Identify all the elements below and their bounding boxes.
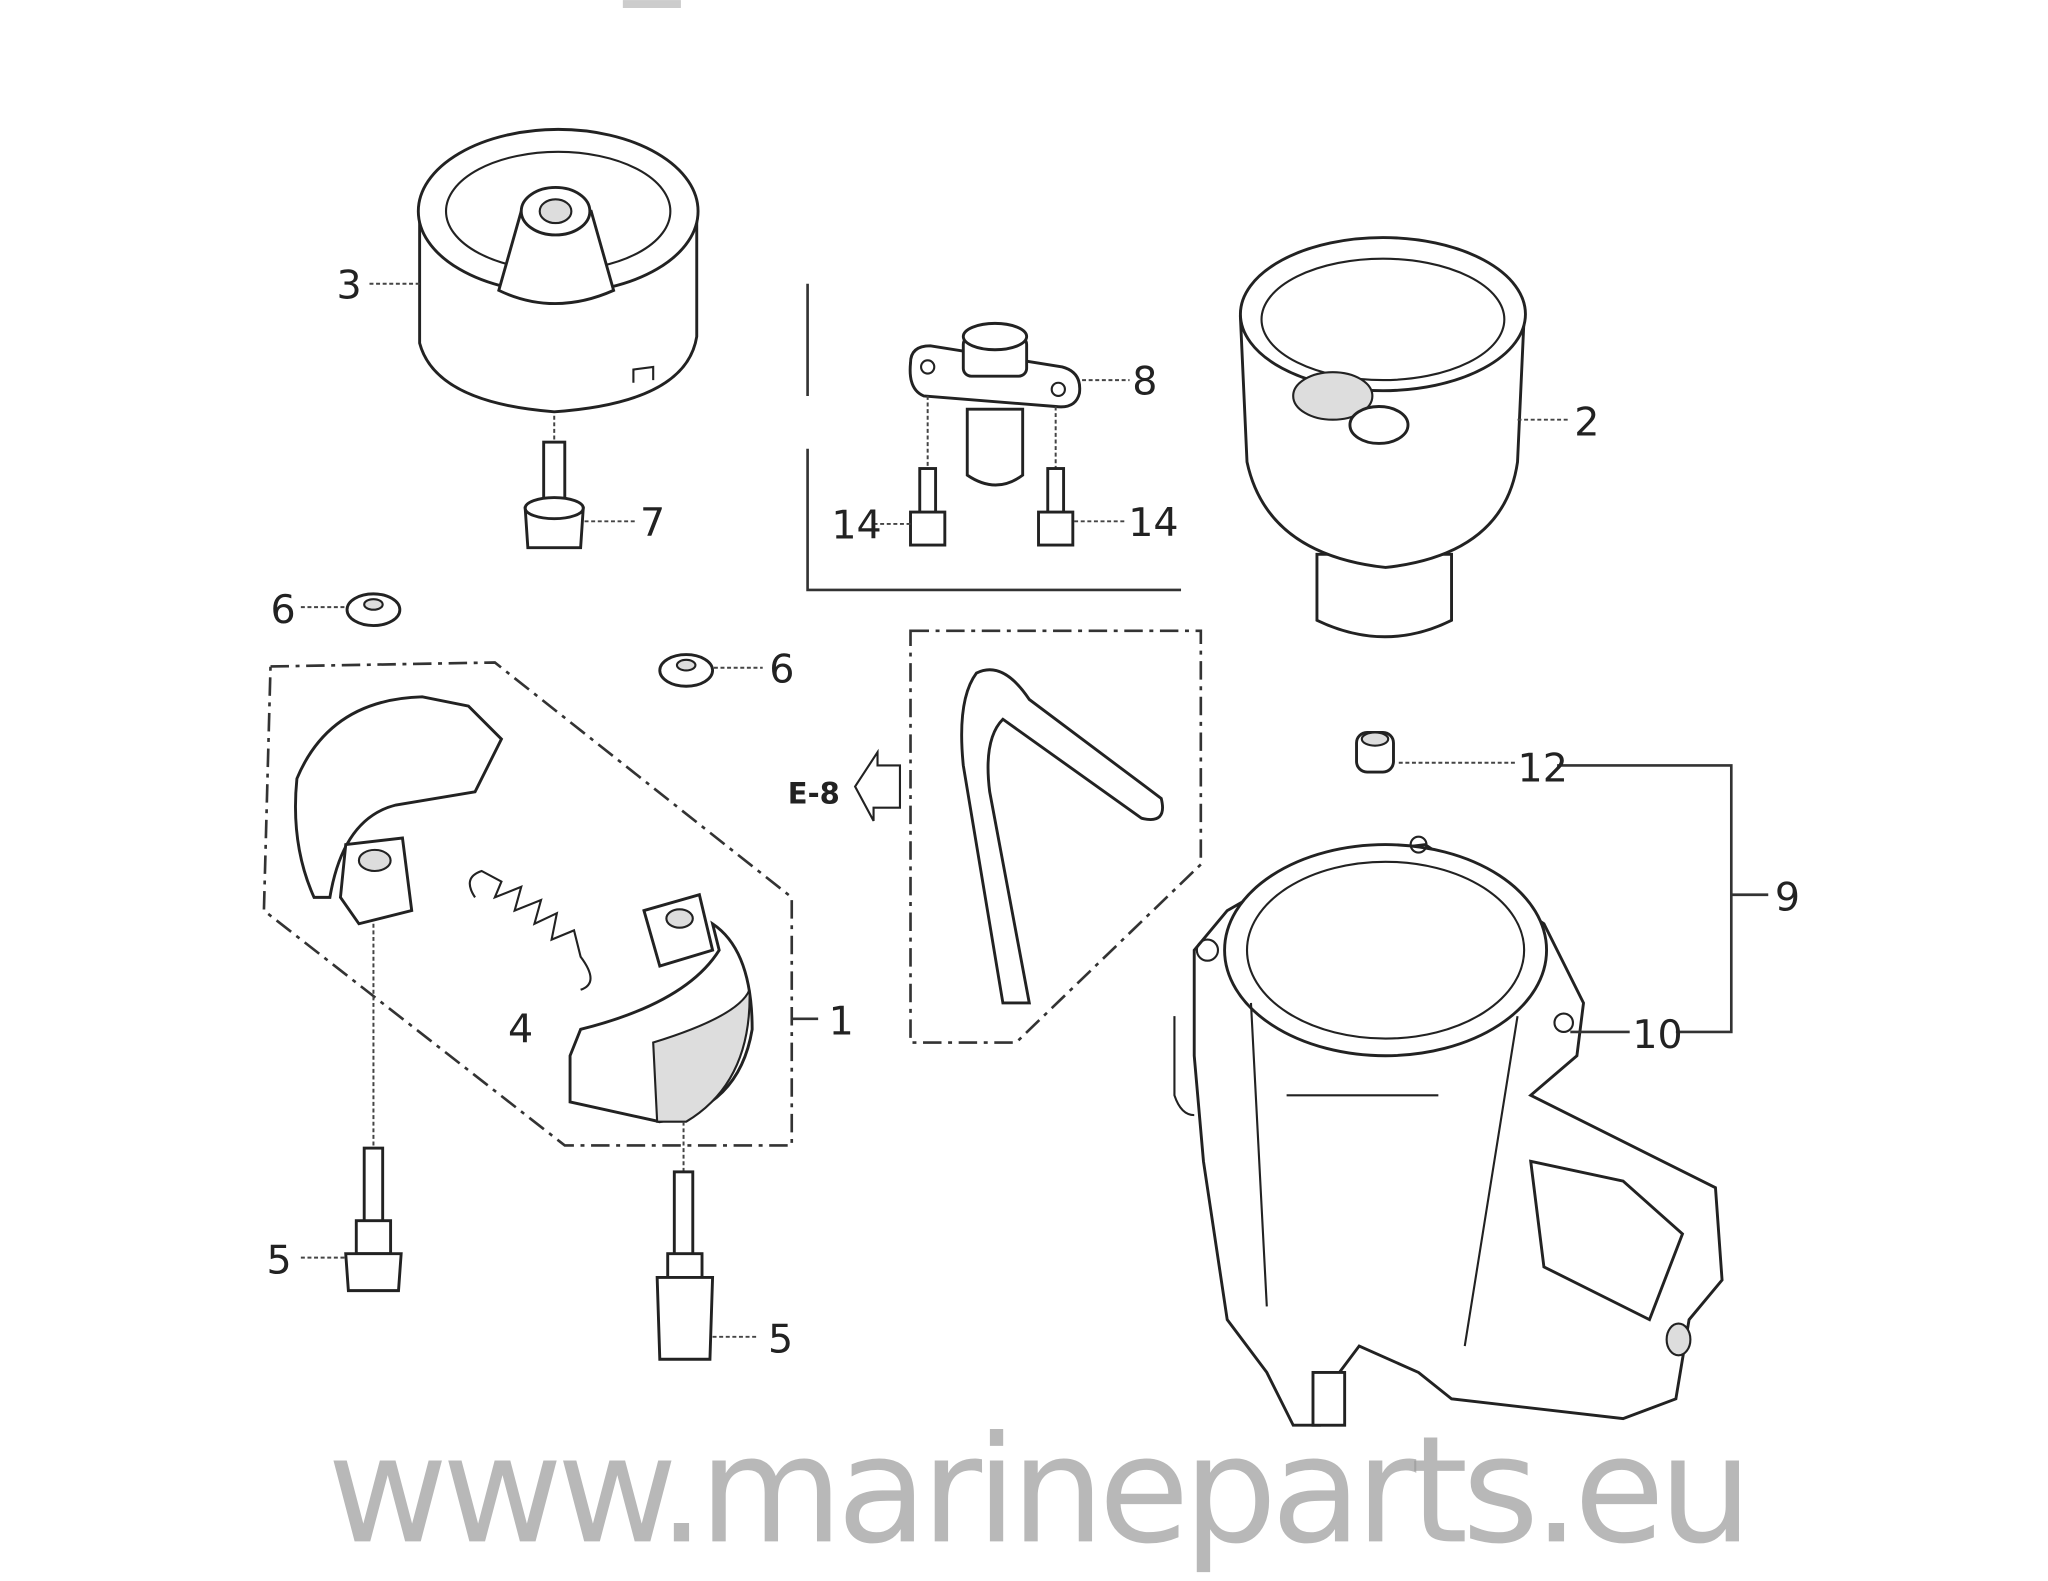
callout-4: 4 (508, 1007, 533, 1053)
part-12-grommet (1355, 730, 1395, 774)
callout-5-left: 5 (267, 1237, 292, 1283)
callout-12: 12 (1518, 745, 1568, 791)
part-14-screw-left (909, 467, 947, 547)
top-mark (622, 0, 681, 8)
part-10-gear-housing (1173, 835, 1724, 1427)
callout-10: 10 (1632, 1012, 1682, 1058)
part-14-screw-right (1037, 467, 1075, 547)
callout-6-left: 6 (271, 587, 296, 633)
part-5-bolt-right (655, 1170, 715, 1361)
callout-9: 9 (1775, 875, 1800, 921)
callout-6-right: 6 (769, 646, 794, 692)
group-bracket (806, 283, 1182, 592)
part-hose (960, 668, 1164, 1005)
watermark: www.marineparts.eu (327, 1404, 1752, 1576)
callout-7: 7 (640, 500, 665, 546)
arrow-left-icon (853, 748, 902, 822)
callout-1: 1 (829, 999, 854, 1045)
callout-14-left: 14 (831, 502, 881, 548)
part-7-bolt (523, 440, 585, 550)
part-1-clutch-shoe-upper (294, 695, 504, 926)
part-1-clutch-shoe-lower (568, 892, 754, 1124)
part-6-nut-left (345, 592, 402, 628)
reference-outline (909, 629, 1203, 1044)
part-6-nut-right (658, 653, 715, 688)
callout-3: 3 (336, 262, 361, 308)
callout-14-right: 14 (1128, 500, 1178, 546)
group-1-outline (262, 661, 794, 1147)
callout-8: 8 (1132, 359, 1157, 405)
group-9-bracket (1557, 764, 1733, 1034)
callout-5-right: 5 (768, 1317, 793, 1363)
reference-label: E-8 (788, 777, 840, 811)
part-3-clutch-drum (416, 127, 700, 414)
part-8-plate-fitting (908, 321, 1082, 487)
callout-2: 2 (1574, 400, 1599, 446)
part-4-spring (468, 869, 592, 991)
part-5-bolt-left (344, 1146, 403, 1293)
part-2-clutch-drum (1238, 236, 1527, 639)
